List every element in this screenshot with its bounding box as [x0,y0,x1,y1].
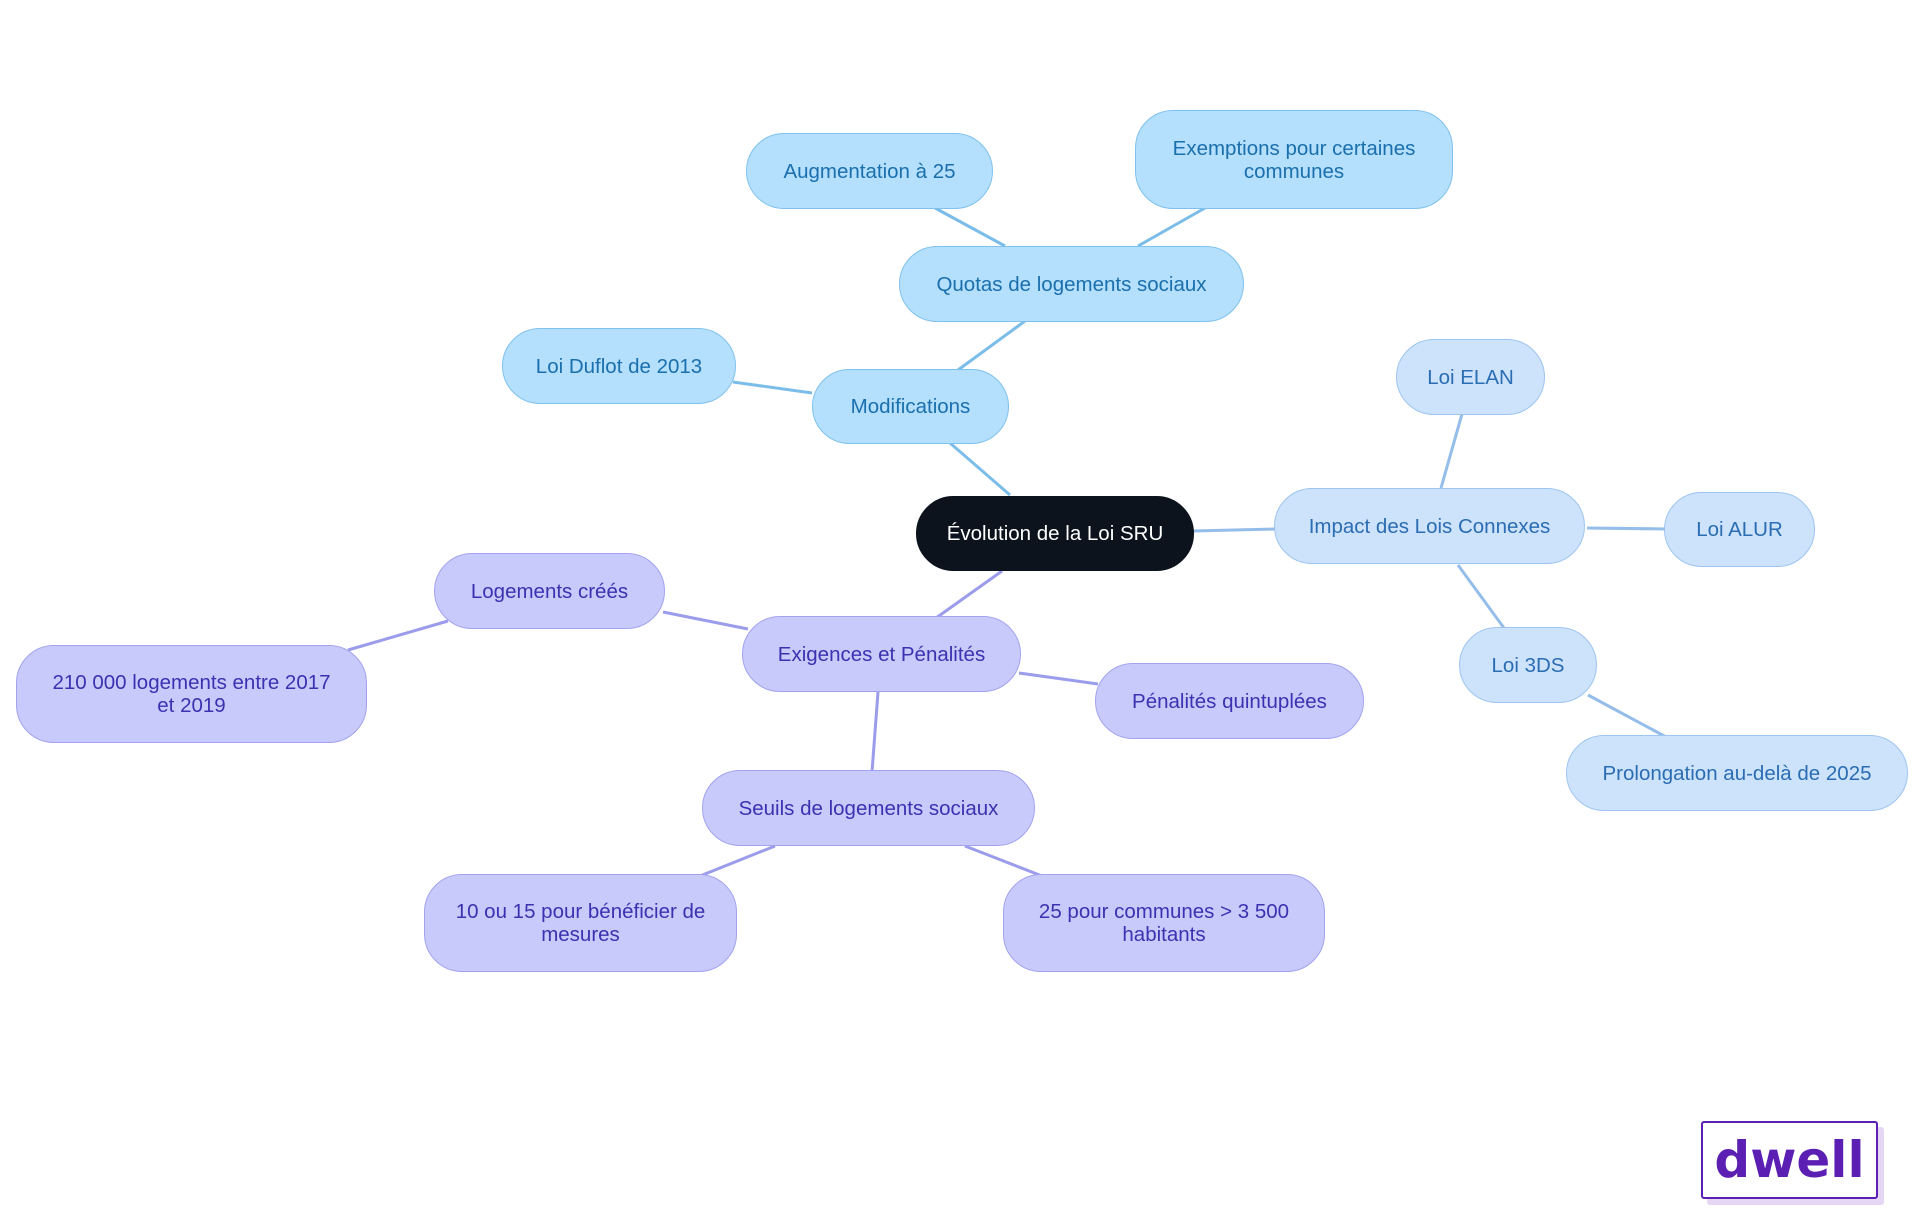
node-210000[interactable]: 210 000 logements entre 2017 et 2019 [16,645,367,743]
edge-quotas-exemptions [1137,206,1206,248]
edge-modifications-quotas [957,319,1026,372]
node-elan[interactable]: Loi ELAN [1396,339,1545,415]
node-3ds[interactable]: Loi 3DS [1459,627,1597,703]
node-augmentation[interactable]: Augmentation à 25 [746,133,993,209]
node-impact[interactable]: Impact des Lois Connexes [1274,488,1585,564]
node-quotas[interactable]: Quotas de logements sociaux [899,246,1244,322]
node-duflot[interactable]: Loi Duflot de 2013 [502,328,736,404]
node-root[interactable]: Évolution de la Loi SRU [916,496,1194,571]
edge-3ds-prolongation [1587,693,1669,740]
node-seuils[interactable]: Seuils de logements sociaux [702,770,1035,846]
edge-root-modifications [949,441,1011,497]
edge-logements-210000 [347,619,449,652]
edge-impact-3ds [1456,564,1506,629]
node-logements[interactable]: Logements créés [434,553,665,629]
edge-seuils-seuil10 [699,844,776,878]
node-exemptions[interactable]: Exemptions pour certaines communes [1135,110,1453,209]
node-seuil25[interactable]: 25 pour communes > 3 500 habitants [1003,874,1325,972]
node-alur[interactable]: Loi ALUR [1664,492,1815,567]
edge-exigences-logements [662,610,749,631]
node-penalites[interactable]: Pénalités quintuplées [1095,663,1364,739]
dwell-logo: dwell [1701,1121,1878,1199]
edge-modifications-duflot [732,380,813,395]
edge-exigences-penalites [1018,671,1099,686]
edge-impact-elan [1439,413,1464,489]
edge-impact-alur [1586,526,1668,531]
node-prolongation[interactable]: Prolongation au-delà de 2025 [1566,735,1908,811]
edge-seuils-seuil25 [964,844,1043,878]
edge-exigences-seuils [870,691,880,773]
node-exigences[interactable]: Exigences et Pénalités [742,616,1021,692]
node-modifications[interactable]: Modifications [812,369,1009,444]
node-seuil10[interactable]: 10 ou 15 pour bénéficier de mesures [424,874,737,972]
edge-root-impact [1191,527,1278,533]
edge-root-exigences [935,569,1003,620]
edge-quotas-augmentation [934,206,1006,248]
